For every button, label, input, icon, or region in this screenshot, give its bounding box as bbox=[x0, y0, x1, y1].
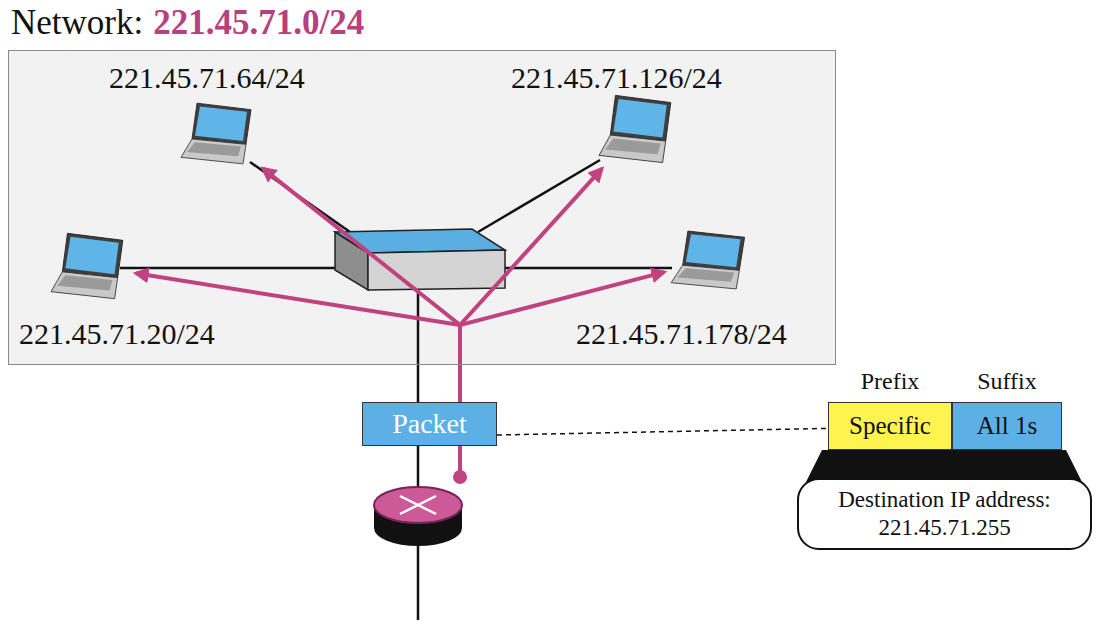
host-address: 221.45.71.20/24 bbox=[19, 317, 215, 351]
laptop-icon bbox=[49, 231, 131, 301]
host-laptop: 221.45.71.178/24 bbox=[669, 229, 753, 291]
laptop-bezel bbox=[610, 95, 670, 141]
laptop-keyboard bbox=[187, 142, 241, 156]
packet-box: Packet bbox=[362, 402, 497, 446]
host-address: 221.45.71.178/24 bbox=[576, 317, 787, 351]
suffix-field: SuffixAll 1s bbox=[952, 402, 1062, 450]
laptop-screen bbox=[613, 99, 666, 137]
wire bbox=[478, 160, 600, 232]
laptop-bezel bbox=[62, 233, 122, 277]
field-heading: Prefix bbox=[829, 367, 951, 395]
field-heading: Suffix bbox=[953, 367, 1061, 395]
wire bbox=[120, 267, 336, 270]
router-top bbox=[374, 487, 462, 523]
host-address: 221.45.71.126/24 bbox=[511, 61, 722, 95]
laptop-screen bbox=[195, 106, 247, 141]
wire bbox=[417, 288, 420, 620]
destination-callout: Destination IP address: 221.45.71.255 bbox=[797, 478, 1092, 550]
laptop-icon bbox=[179, 101, 259, 166]
host-address: 221.45.71.64/24 bbox=[109, 61, 305, 95]
field-value: All 1s bbox=[977, 411, 1037, 441]
box-label: Packet bbox=[392, 408, 467, 440]
laptop-base bbox=[181, 139, 246, 164]
router-cross bbox=[400, 496, 436, 514]
destination-address: Destination IP address: 221.45.71.255 bbox=[809, 486, 1080, 542]
laptop-base bbox=[671, 265, 739, 289]
laptop-icon bbox=[669, 229, 753, 291]
laptop-bezel bbox=[683, 231, 745, 270]
laptop-keyboard bbox=[57, 275, 112, 290]
laptop-icon bbox=[597, 93, 679, 165]
laptop-keyboard bbox=[605, 139, 660, 155]
broadcast-origin-dot bbox=[453, 470, 467, 484]
router-cross bbox=[400, 496, 436, 514]
field-value: Specific bbox=[849, 411, 931, 441]
network-region: 221.45.71.64/24221.45.71.126/24221.45.71… bbox=[8, 50, 836, 365]
prefix-field: PrefixSpecific bbox=[828, 402, 952, 450]
laptop-base bbox=[599, 135, 666, 163]
host-laptop: 221.45.71.126/24 bbox=[597, 93, 679, 165]
dashed-leader bbox=[497, 428, 828, 435]
host-laptop: 221.45.71.20/24 bbox=[49, 231, 131, 301]
laptop-base bbox=[51, 272, 118, 299]
laptop-screen bbox=[686, 234, 741, 267]
wire bbox=[504, 267, 672, 270]
broadcast-arrow bbox=[460, 169, 602, 402]
laptop-bezel bbox=[192, 103, 251, 144]
laptop-keyboard bbox=[677, 268, 734, 281]
network-title: Network: bbox=[11, 3, 143, 43]
broadcast-arrow bbox=[263, 168, 460, 402]
title-row: Network:221.45.71.0/24 bbox=[11, 3, 364, 43]
laptop-screen bbox=[65, 237, 118, 274]
host-laptop: 221.45.71.64/24 bbox=[179, 101, 259, 166]
network-title: 221.45.71.0/24 bbox=[153, 3, 364, 43]
